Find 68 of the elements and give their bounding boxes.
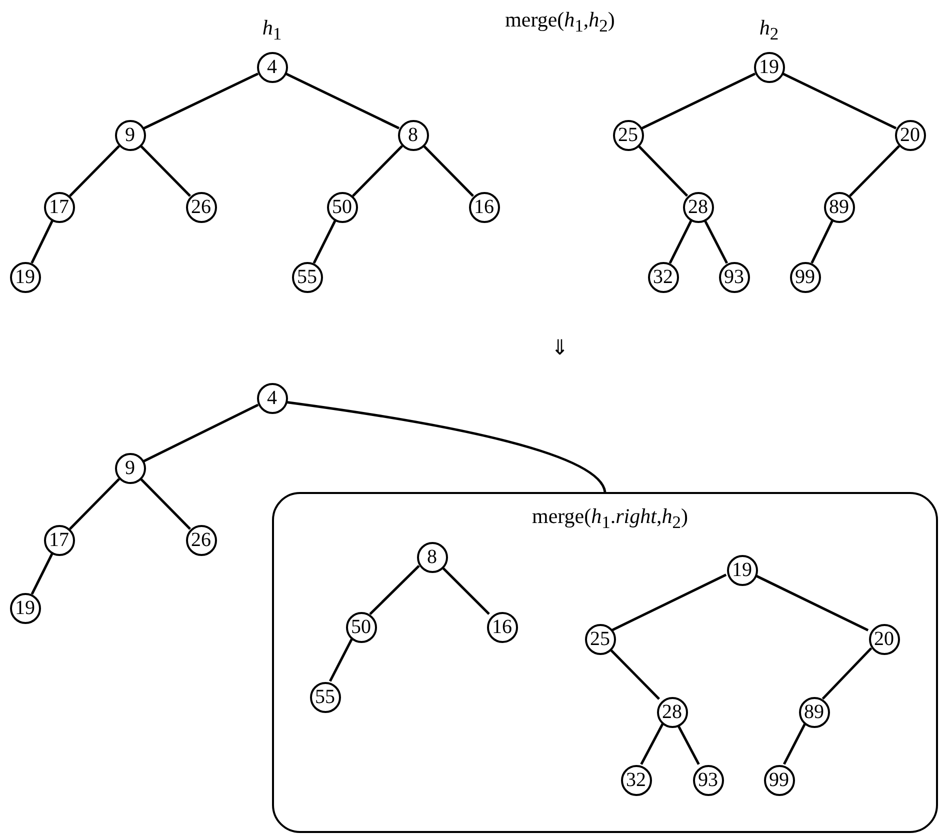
tree-label: h$_{1}$	[262, 15, 282, 45]
tree-node-circle: 20	[894, 120, 926, 150]
tree-node-circle: 50	[326, 192, 358, 222]
tree-edge	[69, 478, 120, 530]
tree-edge	[782, 72, 897, 130]
double-down-arrow: ⇓	[551, 336, 569, 360]
tree-edge	[810, 220, 834, 264]
tree-node-circle: 19	[10, 592, 40, 624]
tree-node-circle: 8	[416, 542, 448, 572]
tree-node-circle: 25	[612, 120, 644, 150]
tree-node-circle: 28	[656, 696, 688, 728]
tree-label: h$_{2}$	[759, 15, 779, 45]
tree-node-circle: 8	[398, 120, 428, 150]
tree-node-circle: 25	[584, 624, 616, 654]
tree-node-circle: 89	[824, 192, 854, 222]
tree-node-circle: 26	[186, 524, 216, 556]
tree-node-circle: 9	[114, 120, 146, 150]
tree-node-circle: 28	[682, 192, 714, 222]
tree-node-circle: 89	[798, 696, 830, 728]
tree-edge	[30, 553, 54, 595]
tree-edge	[328, 638, 354, 682]
tree-node-circle: 9	[114, 452, 146, 484]
tree-node-circle: 19	[10, 262, 40, 292]
tree-node-circle: 93	[692, 764, 724, 796]
tree-node-circle: 99	[764, 764, 794, 796]
tree-node-circle: 16	[468, 192, 500, 222]
tree-edge	[369, 565, 420, 615]
tree-edge	[352, 145, 403, 197]
tree-node-circle: 55	[310, 682, 340, 712]
tree-edge	[140, 145, 191, 197]
tree-node-circle: 17	[44, 524, 74, 556]
tree-node-circle: 26	[186, 192, 216, 222]
tree-edge	[286, 400, 606, 493]
subtree-frame	[272, 492, 938, 833]
tree-edge	[69, 145, 120, 197]
tree-edge	[849, 145, 900, 197]
tree-edge	[312, 220, 336, 264]
tree-node-circle: 55	[292, 262, 322, 292]
tree-edge	[285, 72, 400, 130]
tree-edge	[704, 220, 728, 264]
tree-node-circle: 19	[726, 554, 758, 586]
tree-edge	[611, 574, 727, 632]
tree-node-circle: 16	[486, 612, 518, 642]
tree-edge	[641, 72, 756, 130]
tree-edge	[140, 478, 191, 530]
tree-node-circle: 32	[648, 262, 678, 292]
tree-edge	[30, 220, 54, 264]
tree-edge	[668, 220, 692, 264]
tree-edge	[440, 565, 490, 615]
tree-edge	[782, 723, 806, 765]
tree-node-circle: 50	[346, 612, 376, 642]
tree-edge	[143, 404, 259, 462]
tree-node-circle: 99	[790, 262, 820, 292]
tree-node-circle: 19	[754, 52, 784, 82]
tree-node-circle: 4	[256, 52, 288, 82]
tree-edge	[822, 647, 872, 700]
tree-edge	[143, 72, 259, 130]
merge-call-label: merge(h$_{1}$,h$_{2}$)	[505, 7, 615, 37]
tree-node-circle: 93	[718, 262, 750, 292]
tree-node-circle: 4	[256, 382, 288, 414]
tree-node-circle: 17	[44, 192, 74, 222]
tree-edge	[638, 145, 688, 197]
tree-node-circle: 32	[620, 764, 652, 796]
tree-node-circle: 20	[868, 624, 900, 654]
tree-edge	[423, 145, 474, 197]
tree-edge	[640, 723, 664, 765]
frame-title: merge(h$_{1}$.right,h$_{2}$)	[532, 504, 688, 534]
tree-edge	[608, 647, 660, 700]
